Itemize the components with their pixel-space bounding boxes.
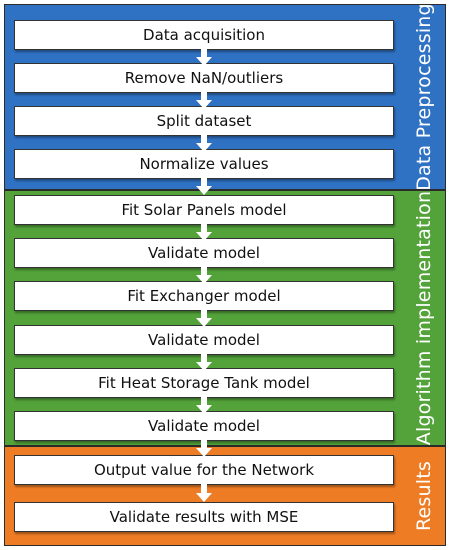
step-output-value-for-the-network: Output value for the Network bbox=[14, 455, 394, 485]
flow-arrow-icon bbox=[196, 266, 212, 284]
step-fit-exchanger-model: Fit Exchanger model bbox=[14, 281, 394, 311]
step-remove-nan-outliers: Remove NaN/outliers bbox=[14, 63, 394, 93]
step-split-dataset: Split dataset bbox=[14, 106, 394, 136]
flow-arrow-icon bbox=[196, 309, 212, 327]
flow-arrow-icon bbox=[196, 91, 212, 109]
flow-arrow-icon bbox=[196, 353, 212, 371]
step-fit-solar-panels-model: Fit Solar Panels model bbox=[14, 195, 394, 225]
step-fit-heat-storage-tank-model: Fit Heat Storage Tank model bbox=[14, 368, 394, 398]
step-validate-model: Validate model bbox=[14, 238, 394, 268]
stage-algorithm-implementation bbox=[4, 190, 446, 446]
step-normalize-values: Normalize values bbox=[14, 149, 394, 179]
flow-arrow-icon bbox=[196, 439, 212, 457]
flow-arrow-icon bbox=[196, 484, 212, 502]
step-data-acquisition: Data acquisition bbox=[14, 20, 394, 50]
flow-arrow-icon bbox=[196, 48, 212, 66]
step-validate-model: Validate model bbox=[14, 325, 394, 355]
flow-arrow-icon bbox=[196, 134, 212, 152]
step-validate-results-with-mse: Validate results with MSE bbox=[14, 502, 394, 532]
flow-arrow-icon bbox=[196, 177, 212, 195]
flow-arrow-icon bbox=[196, 223, 212, 241]
step-validate-model: Validate model bbox=[14, 411, 394, 441]
flow-arrow-icon bbox=[196, 396, 212, 414]
